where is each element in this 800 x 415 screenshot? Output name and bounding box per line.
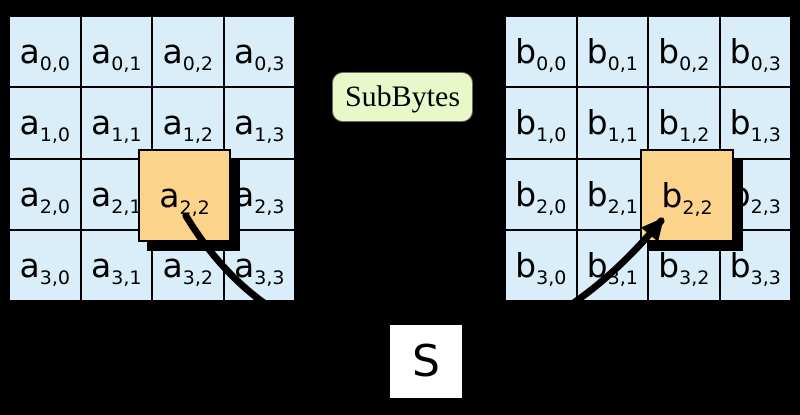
cell-label-subscript: 1,0 [536,124,567,147]
cell-label-base: b [515,32,537,72]
cell-label-base: a [234,32,255,72]
cell-label-subscript: 2,2 [682,197,713,219]
operation-label-text: SubBytes [344,80,461,113]
cell-label-subscript: 0,2 [182,53,213,76]
cell-label-base: a [19,32,40,72]
subbytes-operation-label: SubBytes [332,72,473,122]
cell-label-base: b [658,103,680,143]
cell-label-subscript: 0,1 [111,53,142,76]
sbox-label: S [412,336,440,387]
cell-label-subscript: 2,2 [179,197,210,219]
cell-label-base: a [162,245,183,285]
cell-label-base: b [515,245,537,285]
cell-label-base: a [19,103,40,143]
cell-label-subscript: 3,3 [750,266,781,289]
cell-label-subscript: 1,2 [182,124,213,147]
cell-label-base: b [515,103,537,143]
cell-label-base: a [234,174,255,214]
cell-label-subscript: 2,3 [750,195,781,218]
cell-label-subscript: 0,3 [750,53,781,76]
cell-label-base: b [515,174,537,214]
cell-label-subscript: 1,0 [39,124,70,147]
cell-label-subscript: 1,1 [111,124,142,147]
cell-label-subscript: 2,1 [111,195,142,218]
cell-label-base: b [586,103,608,143]
cell-label-base: a [91,174,112,214]
cell-label-subscript: 2,1 [607,195,638,218]
cell-label-base: b [729,174,751,214]
cell-label-subscript: 3,3 [254,266,285,289]
cell-label-base: b [729,103,751,143]
cell-label-subscript: 1,3 [254,124,285,147]
cell-label-subscript: 0,2 [679,53,710,76]
cell-label-base: b [729,32,751,72]
cell-label-base: b [586,245,608,285]
cell-label-subscript: 0,3 [254,53,285,76]
cell-label-subscript: 3,2 [182,266,213,289]
cell-label-base: b [661,176,683,215]
cell-label-base: b [586,32,608,72]
cell-label-base: b [729,245,751,285]
cell-label-subscript: 1,1 [607,124,638,147]
cell-label-base: a [234,103,255,143]
cell-label-subscript: 3,0 [39,266,70,289]
cell-label-subscript: 2,0 [536,195,567,218]
cell-label-subscript: 0,1 [607,53,638,76]
cell-label-subscript: 1,3 [750,124,781,147]
cell-label-base: a [162,32,183,72]
cell-label-base: a [234,245,255,285]
cell-label-base: b [586,174,608,214]
cell-label-subscript: 3,0 [536,266,567,289]
cell-label-subscript: 2,3 [254,195,285,218]
cell-label-base: a [91,245,112,285]
sbox: S [390,325,462,398]
cell-label-base: a [19,245,40,285]
cell-label-base: a [159,176,180,215]
cell-label-base: a [91,103,112,143]
cell-label-subscript: 1,2 [679,124,710,147]
cell-label-base: a [19,174,40,214]
cell-label-subscript: 0,0 [39,53,70,76]
cell-label-base: a [91,32,112,72]
cell-label-base: b [658,245,680,285]
cell-label-base: a [162,103,183,143]
cell-label-subscript: 3,1 [607,266,638,289]
cell-label-subscript: 3,2 [679,266,710,289]
cell-label-subscript: 2,0 [39,195,70,218]
cell-label-base: b [658,32,680,72]
cell-label-subscript: 3,1 [111,266,142,289]
cell-label-subscript: 0,0 [536,53,567,76]
